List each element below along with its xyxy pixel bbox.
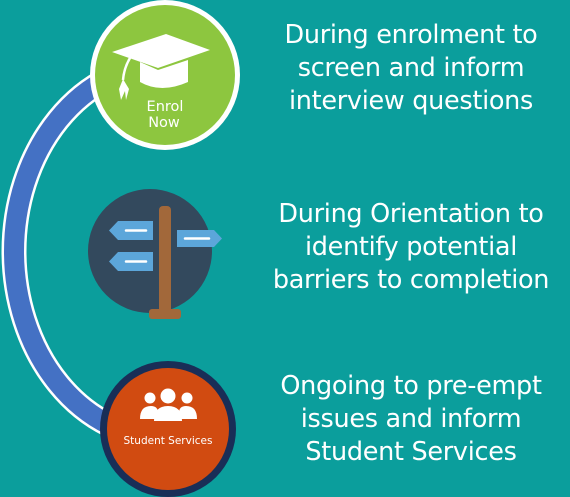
step-2-line-1: During Orientation to: [278, 199, 544, 229]
step-2-line-3: barriers to completion: [272, 265, 550, 295]
step-1-line-1: During enrolment to: [284, 20, 538, 50]
step-2-text: During Orientation to identify potential…: [252, 198, 570, 297]
step-3-line-1: Ongoing to pre-empt: [280, 371, 542, 401]
enrol-badge-line-1: Enrol: [147, 99, 184, 115]
step-1-line-2: screen and inform: [297, 53, 525, 83]
graduation-cap-icon: [112, 34, 210, 100]
student-services-badge: Student Services: [100, 361, 236, 497]
signpost-icon: [109, 206, 222, 319]
step-3-line-2: issues and inform: [300, 404, 522, 434]
student-services-label: Student Services: [124, 435, 213, 447]
enrol-now-badge: Enrol Now: [90, 0, 240, 150]
step-1-line-3: interview questions: [289, 86, 533, 116]
group-of-people-icon: [140, 388, 197, 421]
step-2-line-2: identify potential: [305, 232, 517, 262]
step-1-text: During enrolment to screen and inform in…: [252, 19, 570, 118]
step-3-text: Ongoing to pre-empt issues and inform St…: [252, 370, 570, 469]
enrol-badge-line-2: Now: [148, 115, 180, 131]
step-3-line-3: Student Services: [305, 437, 517, 467]
orientation-badge: [88, 189, 222, 319]
